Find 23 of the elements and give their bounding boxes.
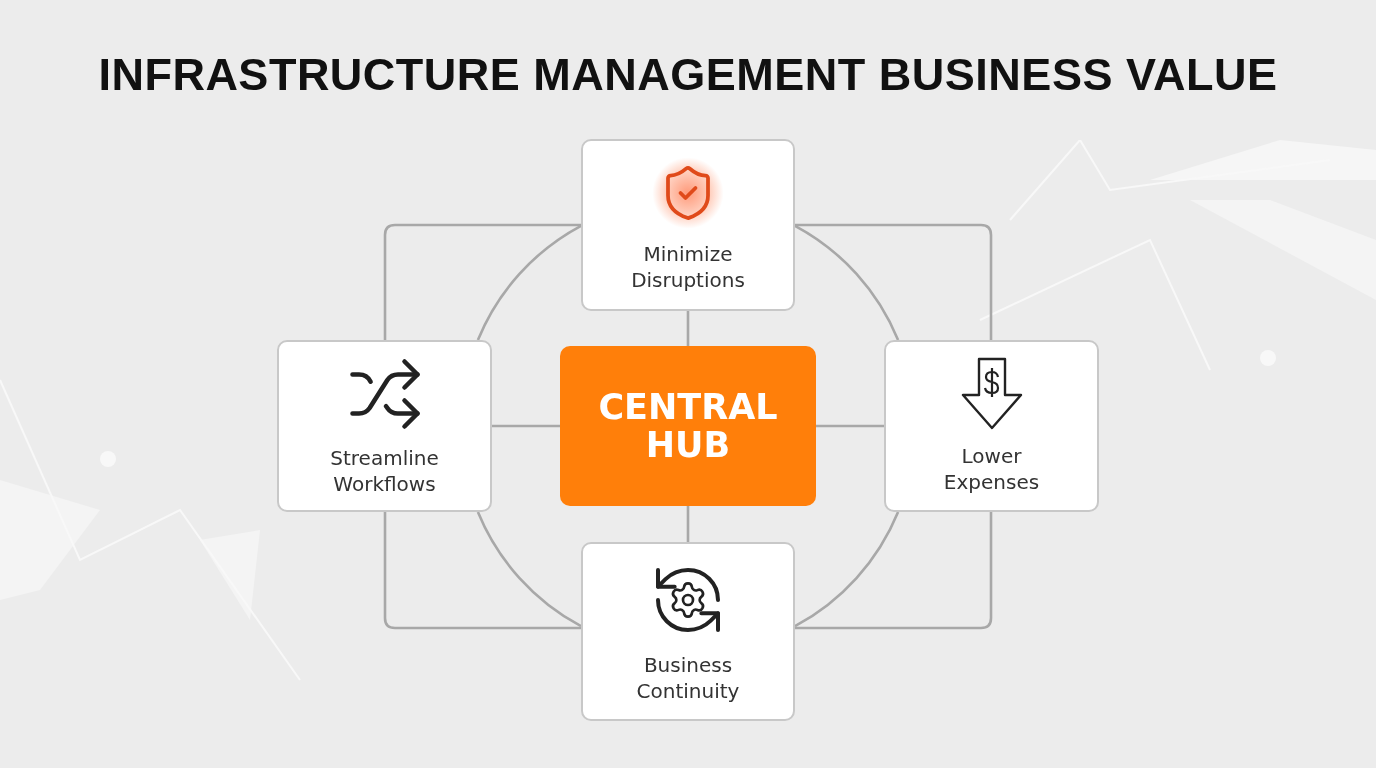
connector-line <box>795 223 993 340</box>
value-card <box>581 542 795 721</box>
connector-line <box>794 511 900 628</box>
connector-line <box>383 223 581 340</box>
connector-line <box>686 506 690 542</box>
connector-line <box>383 512 581 630</box>
connector-line <box>816 424 884 428</box>
value-card <box>581 139 795 311</box>
value-card <box>277 340 492 512</box>
hub-box <box>560 346 816 506</box>
card-label: Lower Expenses <box>942 443 1041 495</box>
title: INFRASTRUCTURE MANAGEMENT BUSINESS VALUE <box>97 52 1279 97</box>
connector-line <box>492 424 560 428</box>
connector-line <box>476 511 582 628</box>
connector-line <box>794 224 900 341</box>
connector-line <box>476 224 582 341</box>
connector-line <box>686 311 690 346</box>
hub-label: CENTRAL HUB <box>597 388 779 464</box>
card-label: Business Continuity <box>635 651 741 704</box>
card-label: Minimize Disruptions <box>630 241 746 293</box>
value-card <box>884 340 1099 512</box>
connector-line <box>795 512 993 630</box>
card-label: Streamline Workflows <box>329 445 440 497</box>
